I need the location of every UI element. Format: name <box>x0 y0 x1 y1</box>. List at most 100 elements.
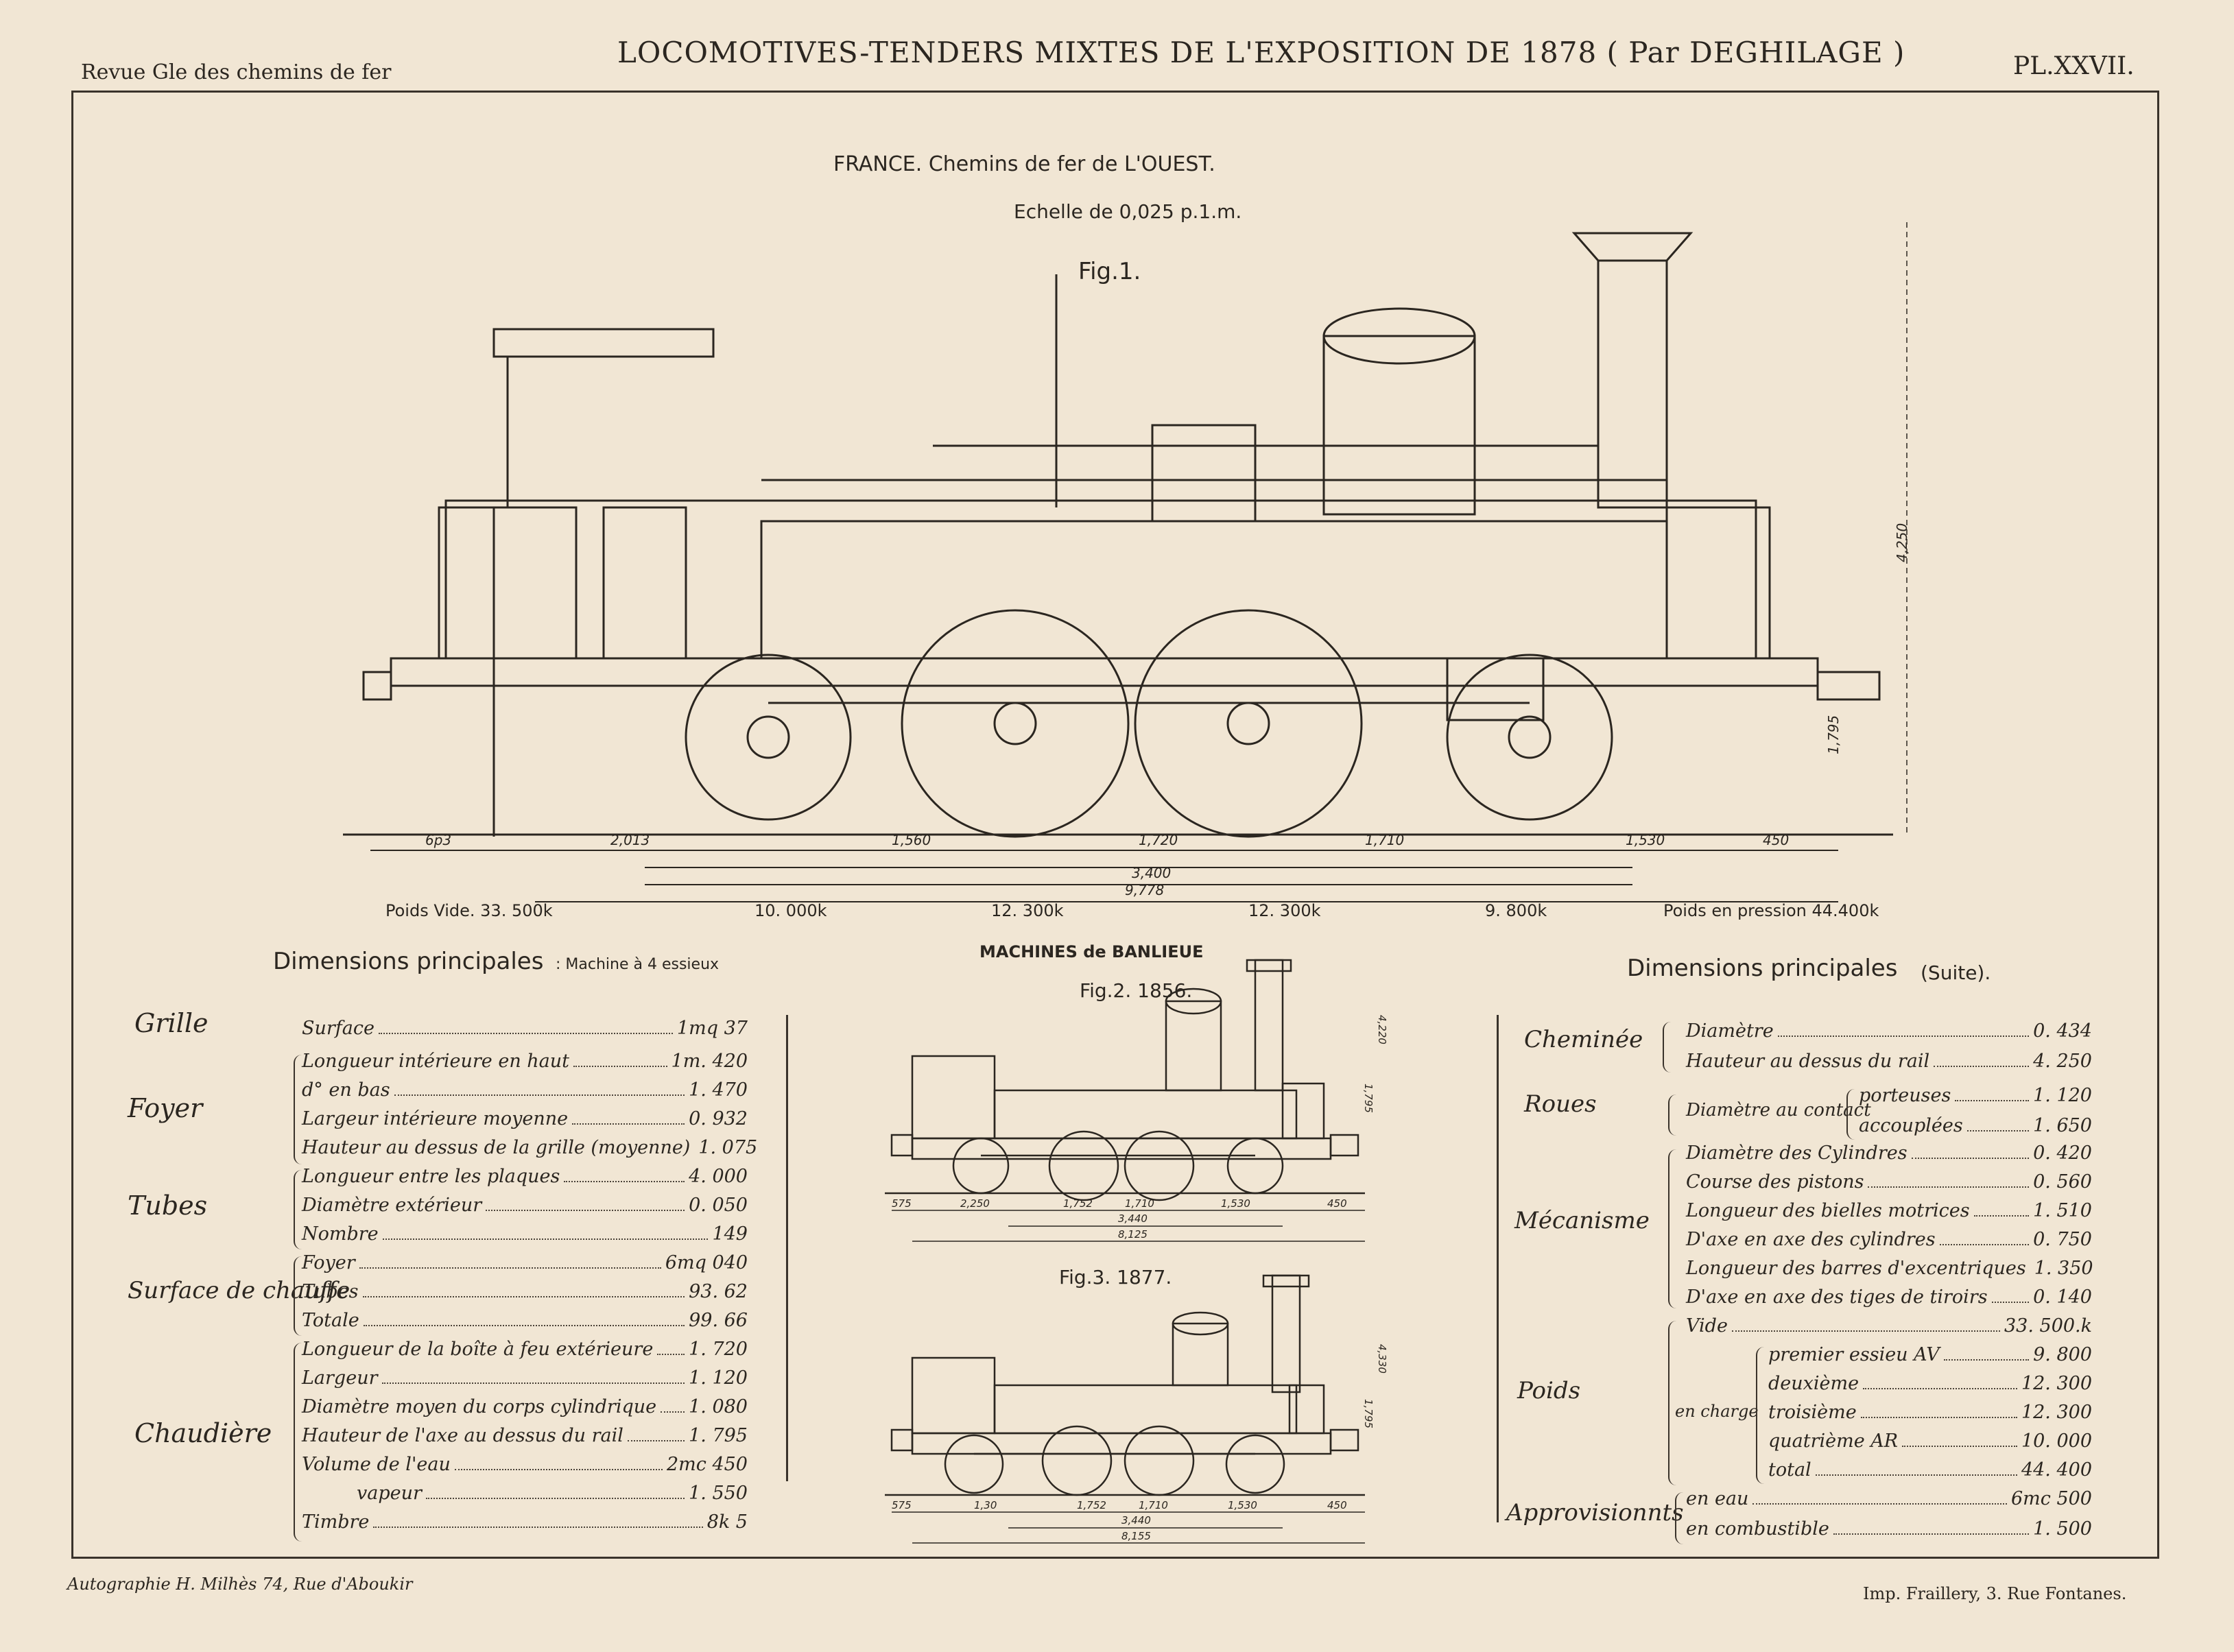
fig1-label: Fig.1. <box>1078 258 1141 285</box>
fig1-dim-7: 1,710 <box>1365 832 1404 848</box>
roues-prefix: Diamètre au contact <box>1686 1100 1871 1121</box>
fig1-axle-weight-2: 12. 300k <box>991 901 1064 920</box>
brace <box>1668 1321 1676 1485</box>
divider-right <box>1497 1015 1499 1522</box>
fig1-scale: Echelle de 0,025 p.1.m. <box>1014 200 1242 223</box>
fig2-dim-4: 1,710 <box>1125 1197 1154 1210</box>
right-table-subtitle: (Suite). <box>1921 961 1991 984</box>
brace <box>1663 1022 1671 1073</box>
brace <box>1675 1492 1683 1544</box>
group-foyer: Foyer <box>128 1093 203 1123</box>
poids-loaded-label: en charge <box>1675 1402 1759 1421</box>
fig1-axle-weight-4: 9. 800k <box>1485 901 1547 920</box>
fig3-label: Fig.3. 1877. <box>1059 1266 1172 1289</box>
group-tubes: Tubes <box>128 1190 208 1221</box>
fig2-height-dim-1: 4,220 <box>1376 1015 1388 1044</box>
fig3-height-dim-1: 4,330 <box>1376 1344 1388 1374</box>
brace <box>1756 1347 1764 1484</box>
brace <box>294 1256 302 1336</box>
fig1-dim-2: 2,013 <box>610 832 650 848</box>
fig2-label: Fig.2. 1856. <box>1080 979 1193 1002</box>
fig1-locomotive-drawing: 6р3 2,013 1,560 1,720 3,400 9,778 1,710 … <box>343 219 1910 902</box>
brace <box>1668 1094 1676 1136</box>
group-mecanisme: Mécanisme <box>1514 1207 1650 1234</box>
center-title: MACHINES de BANLIEUE <box>979 942 1204 961</box>
fig3-dim-1: 575 <box>892 1499 912 1511</box>
group-chaudiere: Chaudière <box>134 1418 272 1448</box>
fig1-weight-empty: Poids Vide. 33. 500k <box>385 901 553 920</box>
plate-title: LOCOMOTIVES-TENDERS MIXTES DE L'EXPOSITI… <box>617 36 1905 69</box>
fig3-dim-6: 450 <box>1327 1499 1347 1511</box>
brace <box>1846 1089 1855 1140</box>
fig1-dim-9: 450 <box>1763 832 1789 848</box>
right-table-title: Dimensions principales <box>1627 955 1898 982</box>
fig1-dim-1: 6р3 <box>425 832 451 848</box>
group-poids: Poids <box>1517 1377 1581 1404</box>
brace <box>294 1170 302 1249</box>
brace <box>1668 1149 1676 1308</box>
fig1-dim-4: 1,720 <box>1139 832 1178 848</box>
divider-left <box>786 1015 788 1481</box>
left-table-subtitle: : Machine à 4 essieux <box>556 956 720 973</box>
fig2-dim-8: 8,125 <box>1118 1228 1148 1241</box>
brace <box>294 1343 302 1542</box>
fig2-dim-1: 575 <box>892 1197 912 1210</box>
fig2-dim-7: 3,440 <box>1118 1212 1148 1225</box>
brace <box>294 1055 302 1164</box>
fig2-height-dim-2: 1,795 <box>1362 1084 1375 1113</box>
fig1-dim-3: 1,560 <box>892 832 931 848</box>
fig2-dim-2: 2,250 <box>960 1197 990 1210</box>
fig3-dim-3: 1,752 <box>1077 1499 1106 1511</box>
fig1-height-dim-1: 4,250 <box>1894 523 1910 562</box>
fig1-dim-6: 9,778 <box>1125 882 1164 898</box>
fig3-dim-8: 8,155 <box>1121 1530 1151 1542</box>
left-table-title: Dimensions principales <box>273 948 544 975</box>
plate-number: PL.XXVII. <box>2013 52 2135 80</box>
fig1-height-dim-2: 1,795 <box>1825 715 1842 754</box>
group-approvisionnements: Approvisionnts <box>1506 1499 1684 1527</box>
fig3-dim-4: 1,710 <box>1139 1499 1168 1511</box>
group-roues: Roues <box>1524 1090 1597 1118</box>
fig1-dim-5: 3,400 <box>1132 865 1171 881</box>
fig3-dim-5: 1,530 <box>1228 1499 1257 1511</box>
fig3-dim-7: 3,440 <box>1121 1514 1151 1527</box>
fig2-dim-6: 450 <box>1327 1197 1347 1210</box>
fig1-axle-weight-1: 10. 000k <box>754 901 827 920</box>
fig2-dim-5: 1,530 <box>1221 1197 1250 1210</box>
fig1-dim-8: 1,530 <box>1626 832 1665 848</box>
fig3-dim-2: 1,30 <box>974 1499 997 1511</box>
journal-name: Revue Gle des chemins de fer <box>81 60 392 84</box>
group-cheminee: Cheminée <box>1524 1026 1643 1053</box>
fig1-axle-weight-3: 12. 300k <box>1248 901 1321 920</box>
